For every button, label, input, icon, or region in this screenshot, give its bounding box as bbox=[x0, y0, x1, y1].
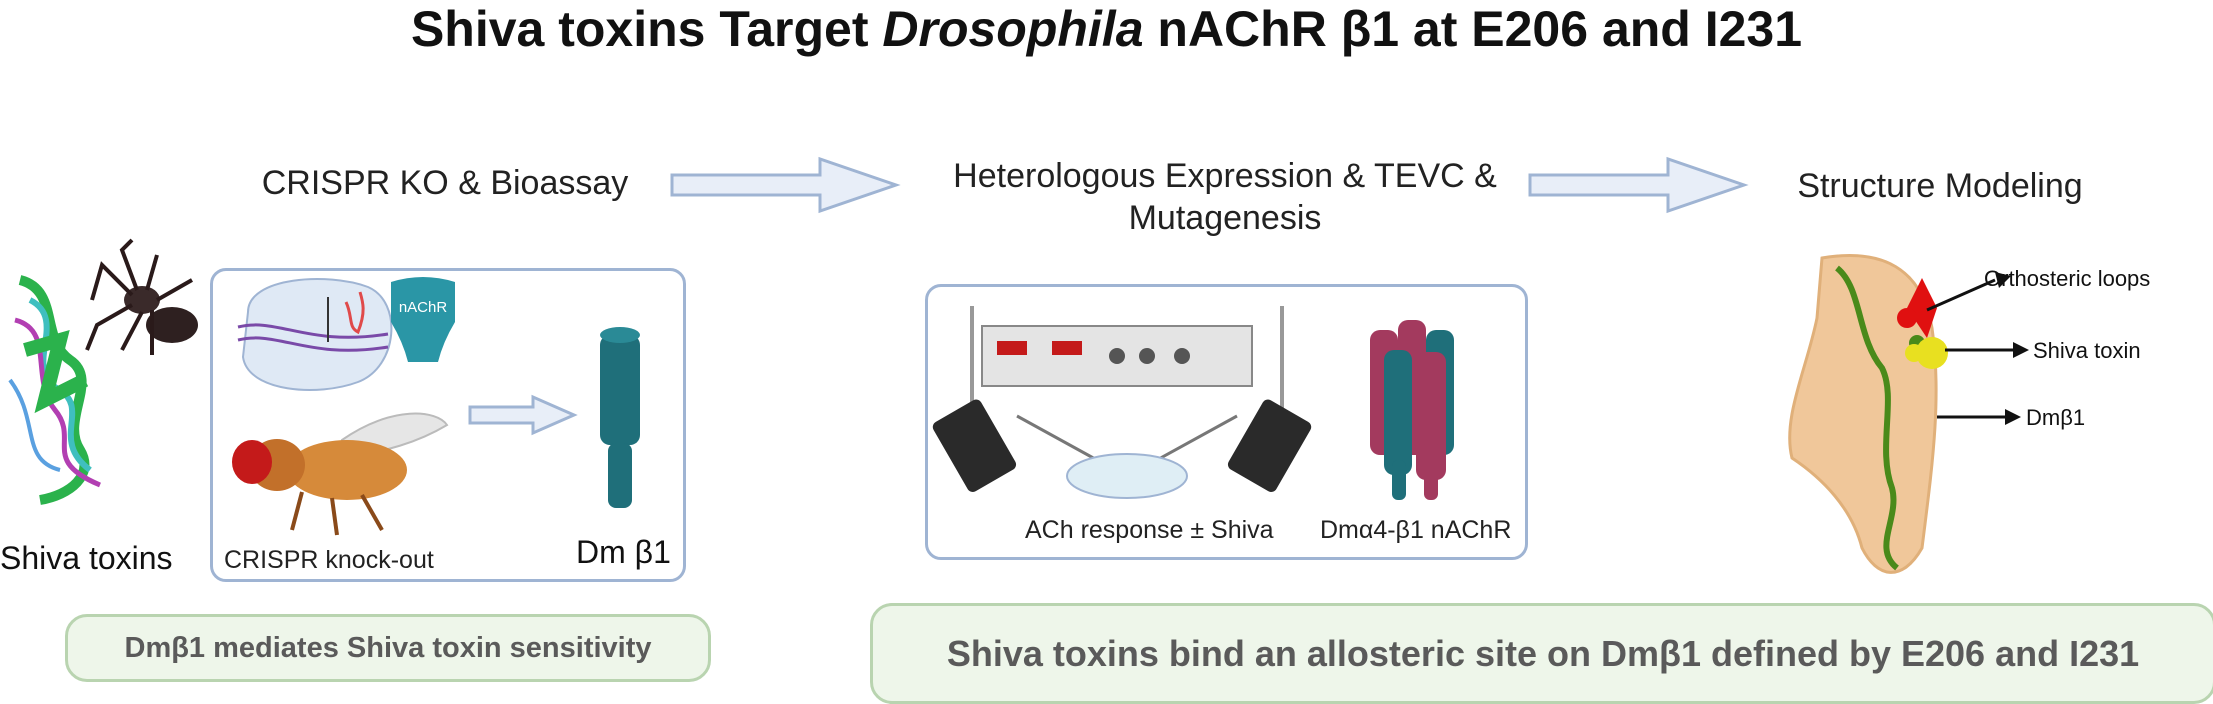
crispr-cas9-illustration bbox=[237, 278, 393, 391]
fruit-fly-icon bbox=[232, 412, 449, 536]
knockout-arrow bbox=[468, 394, 578, 436]
dm-alpha4-beta1-nachr bbox=[1370, 320, 1454, 500]
shiva-arrow bbox=[1945, 342, 2029, 358]
toxin-ribbon-structure bbox=[8, 275, 101, 505]
dm-beta1-label: Dm β1 bbox=[576, 534, 671, 570]
result-left-text: Dmβ1 mediates Shiva toxin sensitivity bbox=[124, 631, 652, 664]
title-suffix: nAChR β1 at E206 and I231 bbox=[1143, 1, 1803, 57]
orthosteric-arrow bbox=[1926, 272, 2011, 312]
step-hetero-line1: Heterologous Expression & TEVC & bbox=[953, 157, 1497, 195]
title-italic: Drosophila bbox=[882, 1, 1144, 57]
tevc-rig-illustration bbox=[932, 306, 1312, 499]
shiva-toxins-label: Shiva toxins bbox=[0, 540, 173, 576]
result-right-text: Shiva toxins bind an allosteric site on … bbox=[946, 632, 2140, 674]
nachr-icon: nAChR bbox=[391, 277, 455, 362]
receptor-label: Dmα4-β1 nAChR bbox=[1320, 516, 1512, 544]
orthosteric-loops-label: Orthosteric loops bbox=[1984, 266, 2151, 291]
dmb1-label: Dmβ1 bbox=[2026, 405, 2086, 430]
shiva-toxin-label: Shiva toxin bbox=[2033, 338, 2141, 363]
spider-icon bbox=[85, 238, 198, 355]
flow-arrow-1 bbox=[670, 156, 901, 214]
flow-arrow-2 bbox=[1528, 156, 1749, 214]
step-hetero-line2: Mutagenesis bbox=[1128, 199, 1322, 237]
structure-model bbox=[1788, 254, 1948, 574]
nachr-icon-text: nAChR bbox=[399, 299, 448, 316]
result-left: Dmβ1 mediates Shiva toxin sensitivity bbox=[65, 614, 711, 682]
ach-response-label: ACh response ± Shiva bbox=[1025, 516, 1274, 544]
page-title: Shiva toxins Target Drosophila nAChR β1 … bbox=[0, 0, 2213, 58]
step-structure-label: Structure Modeling bbox=[1797, 167, 2083, 205]
dm-beta1-subunit bbox=[600, 327, 640, 508]
crispr-knockout-label: CRISPR knock-out bbox=[224, 546, 434, 574]
step-hetero-label: Heterologous Expression & TEVC & Mutagen… bbox=[900, 155, 1550, 239]
title-prefix: Shiva toxins Target bbox=[410, 1, 883, 57]
result-right: Shiva toxins bind an allosteric site on … bbox=[870, 603, 2213, 704]
step-crispr-label: CRISPR KO & Bioassay bbox=[261, 164, 629, 202]
dmb1-arrow bbox=[1937, 409, 2021, 425]
